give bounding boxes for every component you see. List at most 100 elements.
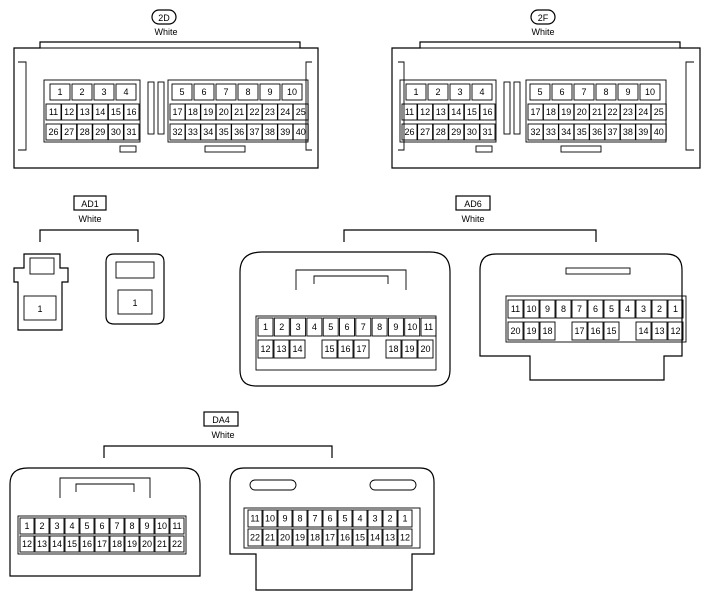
connector-2f-pin-40: 40: [654, 127, 664, 137]
connector-da4-left-pin-9: 9: [144, 521, 149, 531]
connector-da4-left-pin-11-cell: [169, 517, 185, 535]
connector-2f-pin-26: 26: [404, 127, 414, 137]
connector-da4-right-pin-13: 13: [385, 533, 395, 543]
connector-da4-left-pin-18: 18: [112, 539, 122, 549]
connector-ad6-right-pin-7-cell: [571, 299, 588, 319]
connector-2f-pin-21: 21: [592, 107, 602, 117]
connector-da4-right-pin-10: 10: [265, 514, 275, 524]
connector-da4-left-pin-4-cell: [64, 517, 80, 535]
connector-2f-pin-11: 11: [405, 107, 414, 117]
connector-ad6-left-pin-3: 3: [296, 322, 301, 332]
connector-ad6-left-pin-1: 1: [263, 322, 268, 332]
connector-2f-pin-22: 22: [607, 107, 617, 117]
connector-ad6-left-pin-3-cell: [290, 317, 307, 337]
connector-da4-left-pin-22: 22: [172, 539, 182, 549]
connector-ad6-right-pin-7: 7: [577, 304, 582, 314]
connector-2f-pin-15-cell: [463, 103, 480, 121]
connector-ad6-right-pin-13-cell: [651, 321, 668, 341]
connector-ad1-right-pin: 1: [132, 298, 137, 308]
connector-2d-pin-40-cell: [292, 123, 309, 141]
connector-2f-pin-25-cell: [650, 103, 667, 121]
connector-2d-pin-1-cell: [49, 83, 71, 101]
connector-da4-left-pin-9-cell: [139, 517, 155, 535]
connector-2f-pin-8: 8: [603, 87, 608, 97]
connector-da4-right-pin-14: 14: [370, 533, 380, 543]
connector-da4-left-pin-15: 15: [67, 539, 77, 549]
connector-2d-pin-40: 40: [296, 127, 306, 137]
connector-ad6-left-pin-6: 6: [344, 322, 349, 332]
connector-ad6-left-pin-8-cell: [371, 317, 388, 337]
connector-2f-pin-12: 12: [420, 107, 430, 117]
connector-2d-pin-17: 17: [172, 107, 182, 117]
connector-2d-pin-1: 1: [57, 87, 62, 97]
connector-da4-right-pin-21: 21: [265, 533, 275, 543]
connector-da4-code: DA4: [212, 415, 230, 425]
connector-da4-left-pin-13: 13: [37, 539, 47, 549]
connector-2d-pin-16: 16: [126, 107, 136, 117]
connector-da4-right-pin-20-cell: [277, 528, 293, 547]
connector-da4-right-pin-1: 1: [402, 514, 407, 524]
connector-ad6-left-pin-18: 18: [388, 344, 398, 354]
connector-ad6-right-pin-5: 5: [609, 304, 614, 314]
connector-ad6-color: White: [461, 214, 484, 224]
connector-ad6-left-pin-13-cell: [273, 339, 290, 359]
connector-ad6-right-pin-14-cell: [635, 321, 652, 341]
connector-ad6-right-pin-17-cell: [571, 321, 588, 341]
connector-da4-left-pin-12-cell: [19, 535, 35, 553]
connector-da4-right-pin-11: 11: [250, 514, 259, 524]
connector-ad6-right-pin-15-cell: [603, 321, 620, 341]
connector-ad6-right-pin-19-cell: [523, 321, 540, 341]
connector-ad6-left-pin-15-cell: [321, 339, 338, 359]
connector-2d-pin-31-cell: [123, 123, 140, 141]
connector-2f-pin-26-cell: [401, 123, 418, 141]
connector-2f-pin-11-cell: [401, 103, 418, 121]
connector-2d-pin-10: 10: [287, 87, 297, 97]
connector-da4-color: White: [211, 430, 234, 440]
connector-da4-right-pin-13-cell: [382, 528, 398, 547]
connector-ad6-left-pin-15: 15: [324, 344, 334, 354]
connector-da4-left-pin-5: 5: [84, 521, 89, 531]
connector-ad6-right-pin-16: 16: [590, 326, 600, 336]
connector-ad6-right-pin-4-cell: [619, 299, 636, 319]
connector-2f-pin-29-cell: [448, 123, 465, 141]
connector-2f-pin-5: 5: [537, 87, 542, 97]
connector-2d-pin-9-cell: [259, 83, 281, 101]
connector-2d-pin-2-cell: [71, 83, 93, 101]
connector-2d-pin-6: 6: [201, 87, 206, 97]
connector-da4-right-pin-16-cell: [337, 528, 353, 547]
connector-2f-pin-14-cell: [448, 103, 465, 121]
connector-2d-pin-11: 11: [49, 107, 58, 117]
connector-ad6-right-pin-10-cell: [523, 299, 540, 319]
connector-da4-left-pin-17: 17: [97, 539, 107, 549]
connector-ad6-right-pin-18-cell: [539, 321, 556, 341]
connector-2d-pin-7-cell: [215, 83, 237, 101]
connector-2f-pin-1-cell: [405, 83, 427, 101]
connector-ad6-right-pin-16-cell: [587, 321, 604, 341]
connector-ad6-left-pin-5: 5: [328, 322, 333, 332]
connector-2f-pin-25: 25: [654, 107, 664, 117]
connector-2f-pin-18: 18: [546, 107, 556, 117]
connector-2d-pin-3-cell: [93, 83, 115, 101]
connector-da4-right-pin-21-cell: [262, 528, 278, 547]
connector-ad6-right-pin-15: 15: [606, 326, 616, 336]
connector-da4-left-pin-7: 7: [114, 521, 119, 531]
connector-da4-left-pin-16-cell: [79, 535, 95, 553]
connector-da4-right-pin-19-cell: [292, 528, 308, 547]
connector-2d-pin-13-cell: [76, 103, 93, 121]
connector-2f-pin-39: 39: [638, 127, 648, 137]
connector-ad6-right-pin-12: 12: [670, 326, 680, 336]
connector-da4-right-pin-3: 3: [372, 514, 377, 524]
connector-ad6-right-pin-18: 18: [542, 326, 552, 336]
connector-da4-right-pin-22-cell: [247, 528, 263, 547]
connector-da4-left-pin-20-cell: [139, 535, 155, 553]
connector-ad6-left-pin-7-cell: [355, 317, 372, 337]
connector-2d-pin-8-cell: [237, 83, 259, 101]
connector-ad6-left-pin-2-cell: [273, 317, 290, 337]
connector-ad6-right-pin-4: 4: [625, 304, 630, 314]
connector-ad6-right-pin-20: 20: [510, 326, 520, 336]
connector-ad6-left-pin-4: 4: [312, 322, 317, 332]
